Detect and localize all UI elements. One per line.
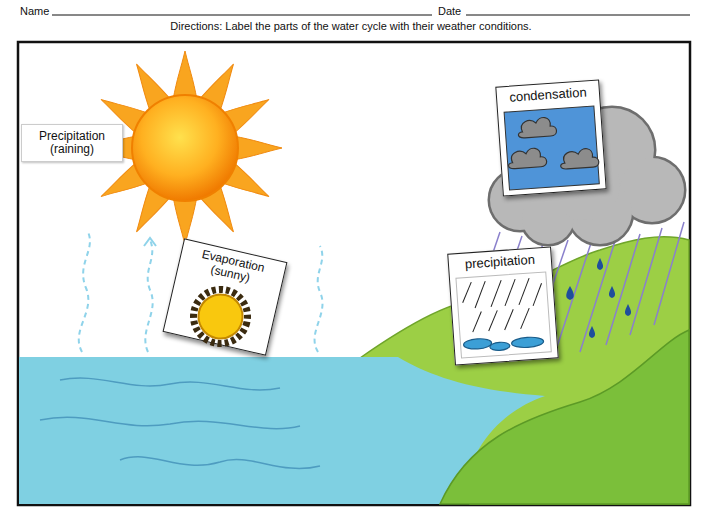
sun-icon: [194, 290, 247, 343]
raindrop: [625, 304, 631, 316]
raindrop: [597, 258, 603, 270]
form-field-label: Name: [20, 5, 49, 17]
rain-line: [606, 234, 640, 345]
condition-label: Precipitation (raining): [21, 124, 123, 162]
vapour-line: [145, 240, 152, 352]
weather-card: Evaporation (sunny): [163, 238, 288, 355]
raindrop: [566, 286, 574, 300]
small-cloud: [517, 117, 557, 139]
ripple: [60, 378, 280, 390]
ripple: [120, 457, 320, 469]
sunny-picture: [188, 284, 253, 349]
vapour-arrowhead: [144, 238, 156, 246]
puddles: [463, 334, 544, 353]
directions-heading: Directions: Label the parts of the water…: [0, 20, 702, 32]
raindrops: [566, 258, 631, 338]
vapour-line: [79, 232, 90, 352]
picture-frame: [18, 42, 690, 505]
node-text: Precipitation (raining): [26, 130, 118, 156]
rain-line: [654, 222, 684, 325]
puddle: [511, 336, 544, 348]
puddle: [463, 338, 492, 350]
rain-line: [630, 228, 662, 335]
rain-streaks: [461, 277, 544, 332]
name-underline: [52, 15, 432, 16]
water-ripples: [40, 378, 320, 468]
rain-panel: [456, 272, 551, 358]
sun-disc: [132, 95, 238, 201]
sun-spikes: [188, 284, 253, 349]
small-cloud: [507, 147, 547, 169]
rain-line: [580, 238, 616, 352]
puddle: [490, 342, 511, 351]
sun-ray: [173, 51, 197, 100]
small-cloud: [560, 148, 600, 170]
node-text: precipitation: [464, 253, 535, 272]
rainy-picture: [456, 272, 551, 358]
ripple: [40, 417, 300, 428]
cloudy-picture: [504, 106, 600, 190]
form-field-label: Date: [438, 5, 461, 17]
date-underline: [466, 15, 690, 16]
node-text: condensation: [509, 85, 587, 105]
node-text: Evaporation (sunny): [184, 245, 280, 291]
vapour-line: [315, 246, 323, 352]
sky: [504, 106, 599, 190]
raindrop: [609, 286, 615, 298]
weather-card: precipitation: [447, 247, 559, 366]
sun-ray: [233, 136, 282, 160]
raindrop: [589, 326, 595, 338]
small-clouds: [505, 114, 599, 173]
weather-card: condensation: [495, 80, 606, 197]
